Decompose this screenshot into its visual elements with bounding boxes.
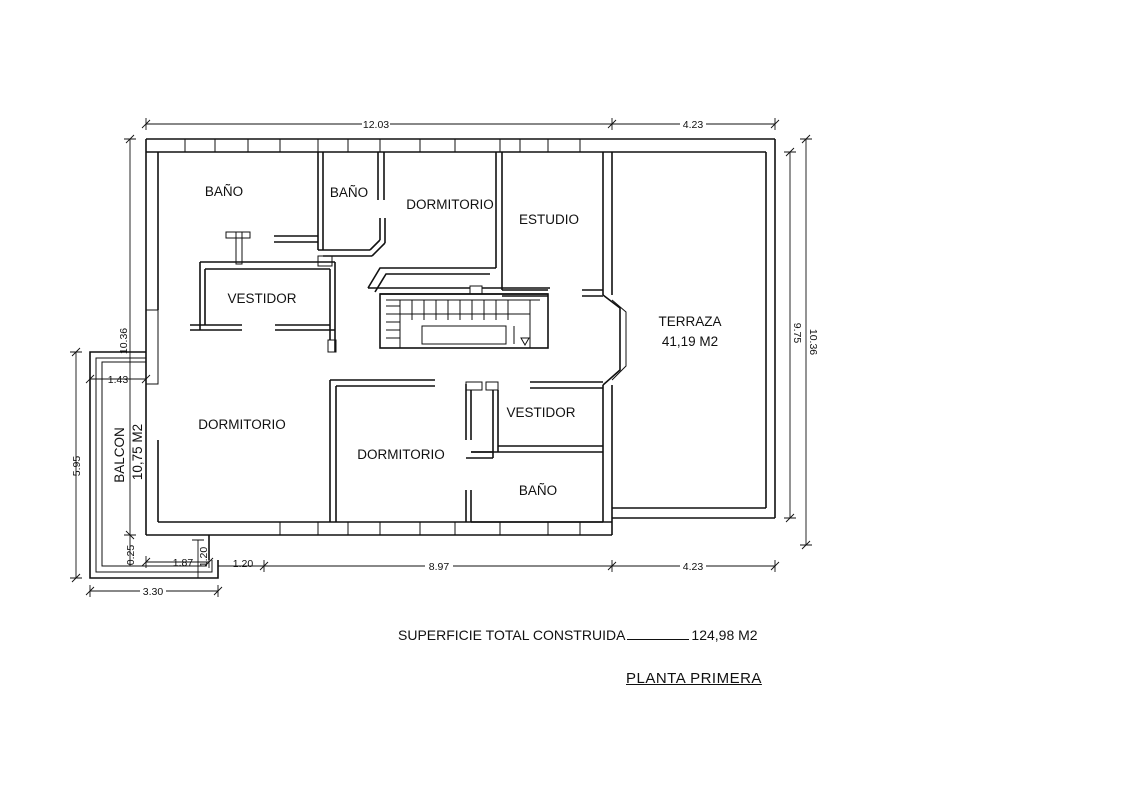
room-estudio: ESTUDIO <box>519 212 579 227</box>
room-dormitorio-3: DORMITORIO <box>357 447 445 462</box>
dim-balcony-height: 5.95 <box>71 456 83 477</box>
dim-bottom-main: 8.97 <box>429 561 450 573</box>
dim-bottom-025: 0.25 <box>125 545 137 566</box>
room-bano-3: BAÑO <box>519 483 557 498</box>
room-vestidor-2: VESTIDOR <box>506 405 575 420</box>
interior-walls <box>190 152 603 523</box>
terrace-outline <box>602 138 776 519</box>
dim-right-outer: 10.36 <box>807 329 819 355</box>
plan-title: PLANTA PRIMERA <box>626 670 762 687</box>
dim-bottom-120-v: 1.20 <box>198 547 210 568</box>
room-balcon: BALCON <box>112 427 127 483</box>
room-balcon-area: 10,75 M2 <box>130 424 145 480</box>
room-labels: BAÑO BAÑO DORMITORIO ESTUDIO VESTIDOR TE… <box>112 184 722 498</box>
dimension-lines <box>70 118 812 597</box>
total-surface-line: SUPERFICIE TOTAL CONSTRUIDA 124,98 M2 <box>398 627 758 643</box>
outer-walls <box>145 138 613 560</box>
dim-bottom-120-h: 1.20 <box>233 558 254 570</box>
surface-leader-line <box>627 627 690 640</box>
room-bano-1: BAÑO <box>205 184 243 199</box>
dim-top-main: 12.03 <box>363 119 389 131</box>
dim-left-height: 10.36 <box>118 328 130 354</box>
room-terraza: TERRAZA <box>658 314 721 329</box>
dim-balcony-offset: 1.43 <box>108 374 129 386</box>
dimension-labels: 12.03 4.23 10.36 9.75 10.36 1.43 5.95 0.… <box>71 118 819 598</box>
surface-value: 124,98 M2 <box>691 627 758 643</box>
room-vestidor-1: VESTIDOR <box>227 291 296 306</box>
dim-top-terrace: 4.23 <box>683 119 704 131</box>
room-terraza-area: 41,19 M2 <box>662 334 718 349</box>
room-dormitorio-1: DORMITORIO <box>406 197 494 212</box>
room-bano-2: BAÑO <box>330 185 368 200</box>
dim-right-inner: 9.75 <box>791 323 803 344</box>
dim-bottom-187: 1.87 <box>173 557 194 569</box>
room-dormitorio-2: DORMITORIO <box>198 417 286 432</box>
dim-bottom-terrace: 4.23 <box>683 561 704 573</box>
surface-label: SUPERFICIE TOTAL CONSTRUIDA <box>398 627 626 643</box>
dim-bottom-330: 3.30 <box>143 586 164 598</box>
